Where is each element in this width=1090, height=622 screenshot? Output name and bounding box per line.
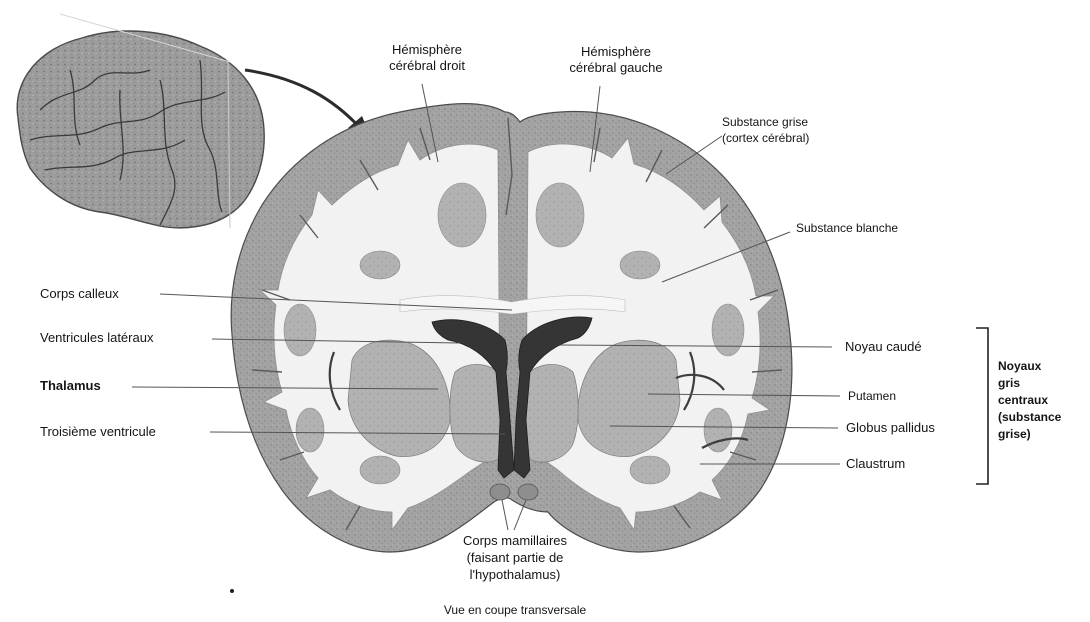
label-corpus-callosum: Corps calleux bbox=[40, 286, 119, 302]
label-third-ventricle: Troisième ventricule bbox=[40, 424, 156, 440]
label-mammillary-line1: Corps mamillaires bbox=[448, 532, 582, 549]
label-hemisphere-left: Hémisphère cérébral gauche bbox=[552, 44, 680, 76]
label-hemisphere-right: Hémisphère cérébral droit bbox=[372, 42, 482, 74]
label-hemisphere-left-line2: cérébral gauche bbox=[552, 60, 680, 76]
label-caudate-nucleus: Noyau caudé bbox=[845, 339, 922, 355]
ink-dot bbox=[230, 589, 234, 593]
whole-brain-illustration bbox=[17, 14, 264, 228]
label-white-matter: Substance blanche bbox=[796, 220, 898, 236]
label-hemisphere-right-line1: Hémisphère bbox=[372, 42, 482, 58]
label-basal-nuclei-line3: centraux bbox=[998, 392, 1061, 409]
label-mammillary-line3: l'hypothalamus) bbox=[448, 566, 582, 583]
label-lateral-ventricles: Ventricules latéraux bbox=[40, 330, 153, 346]
label-globus-pallidus: Globus pallidus bbox=[846, 420, 935, 436]
label-basal-nuclei-line1: Noyaux bbox=[998, 358, 1061, 375]
basal-nuclei-bracket bbox=[976, 328, 988, 484]
label-grey-matter: Substance grise (cortex cérébral) bbox=[722, 114, 809, 146]
label-basal-nuclei-line4: (substance bbox=[998, 409, 1061, 426]
label-basal-nuclei-group: Noyaux gris centraux (substance grise) bbox=[998, 358, 1061, 443]
label-mammillary-line2: (faisant partie de bbox=[448, 549, 582, 566]
label-hemisphere-right-line2: cérébral droit bbox=[372, 58, 482, 74]
figure-caption: Vue en coupe transversale bbox=[400, 602, 630, 618]
label-basal-nuclei-line2: gris bbox=[998, 375, 1061, 392]
label-grey-matter-line1: Substance grise bbox=[722, 114, 809, 130]
label-hemisphere-left-line1: Hémisphère bbox=[552, 44, 680, 60]
label-putamen: Putamen bbox=[848, 388, 896, 404]
brain-coronal-section bbox=[231, 104, 792, 552]
label-thalamus: Thalamus bbox=[40, 378, 101, 394]
label-claustrum: Claustrum bbox=[846, 456, 905, 472]
label-grey-matter-line2: (cortex cérébral) bbox=[722, 130, 809, 146]
label-mammillary-bodies: Corps mamillaires (faisant partie de l'h… bbox=[448, 532, 582, 583]
label-basal-nuclei-line5: grise) bbox=[998, 426, 1061, 443]
